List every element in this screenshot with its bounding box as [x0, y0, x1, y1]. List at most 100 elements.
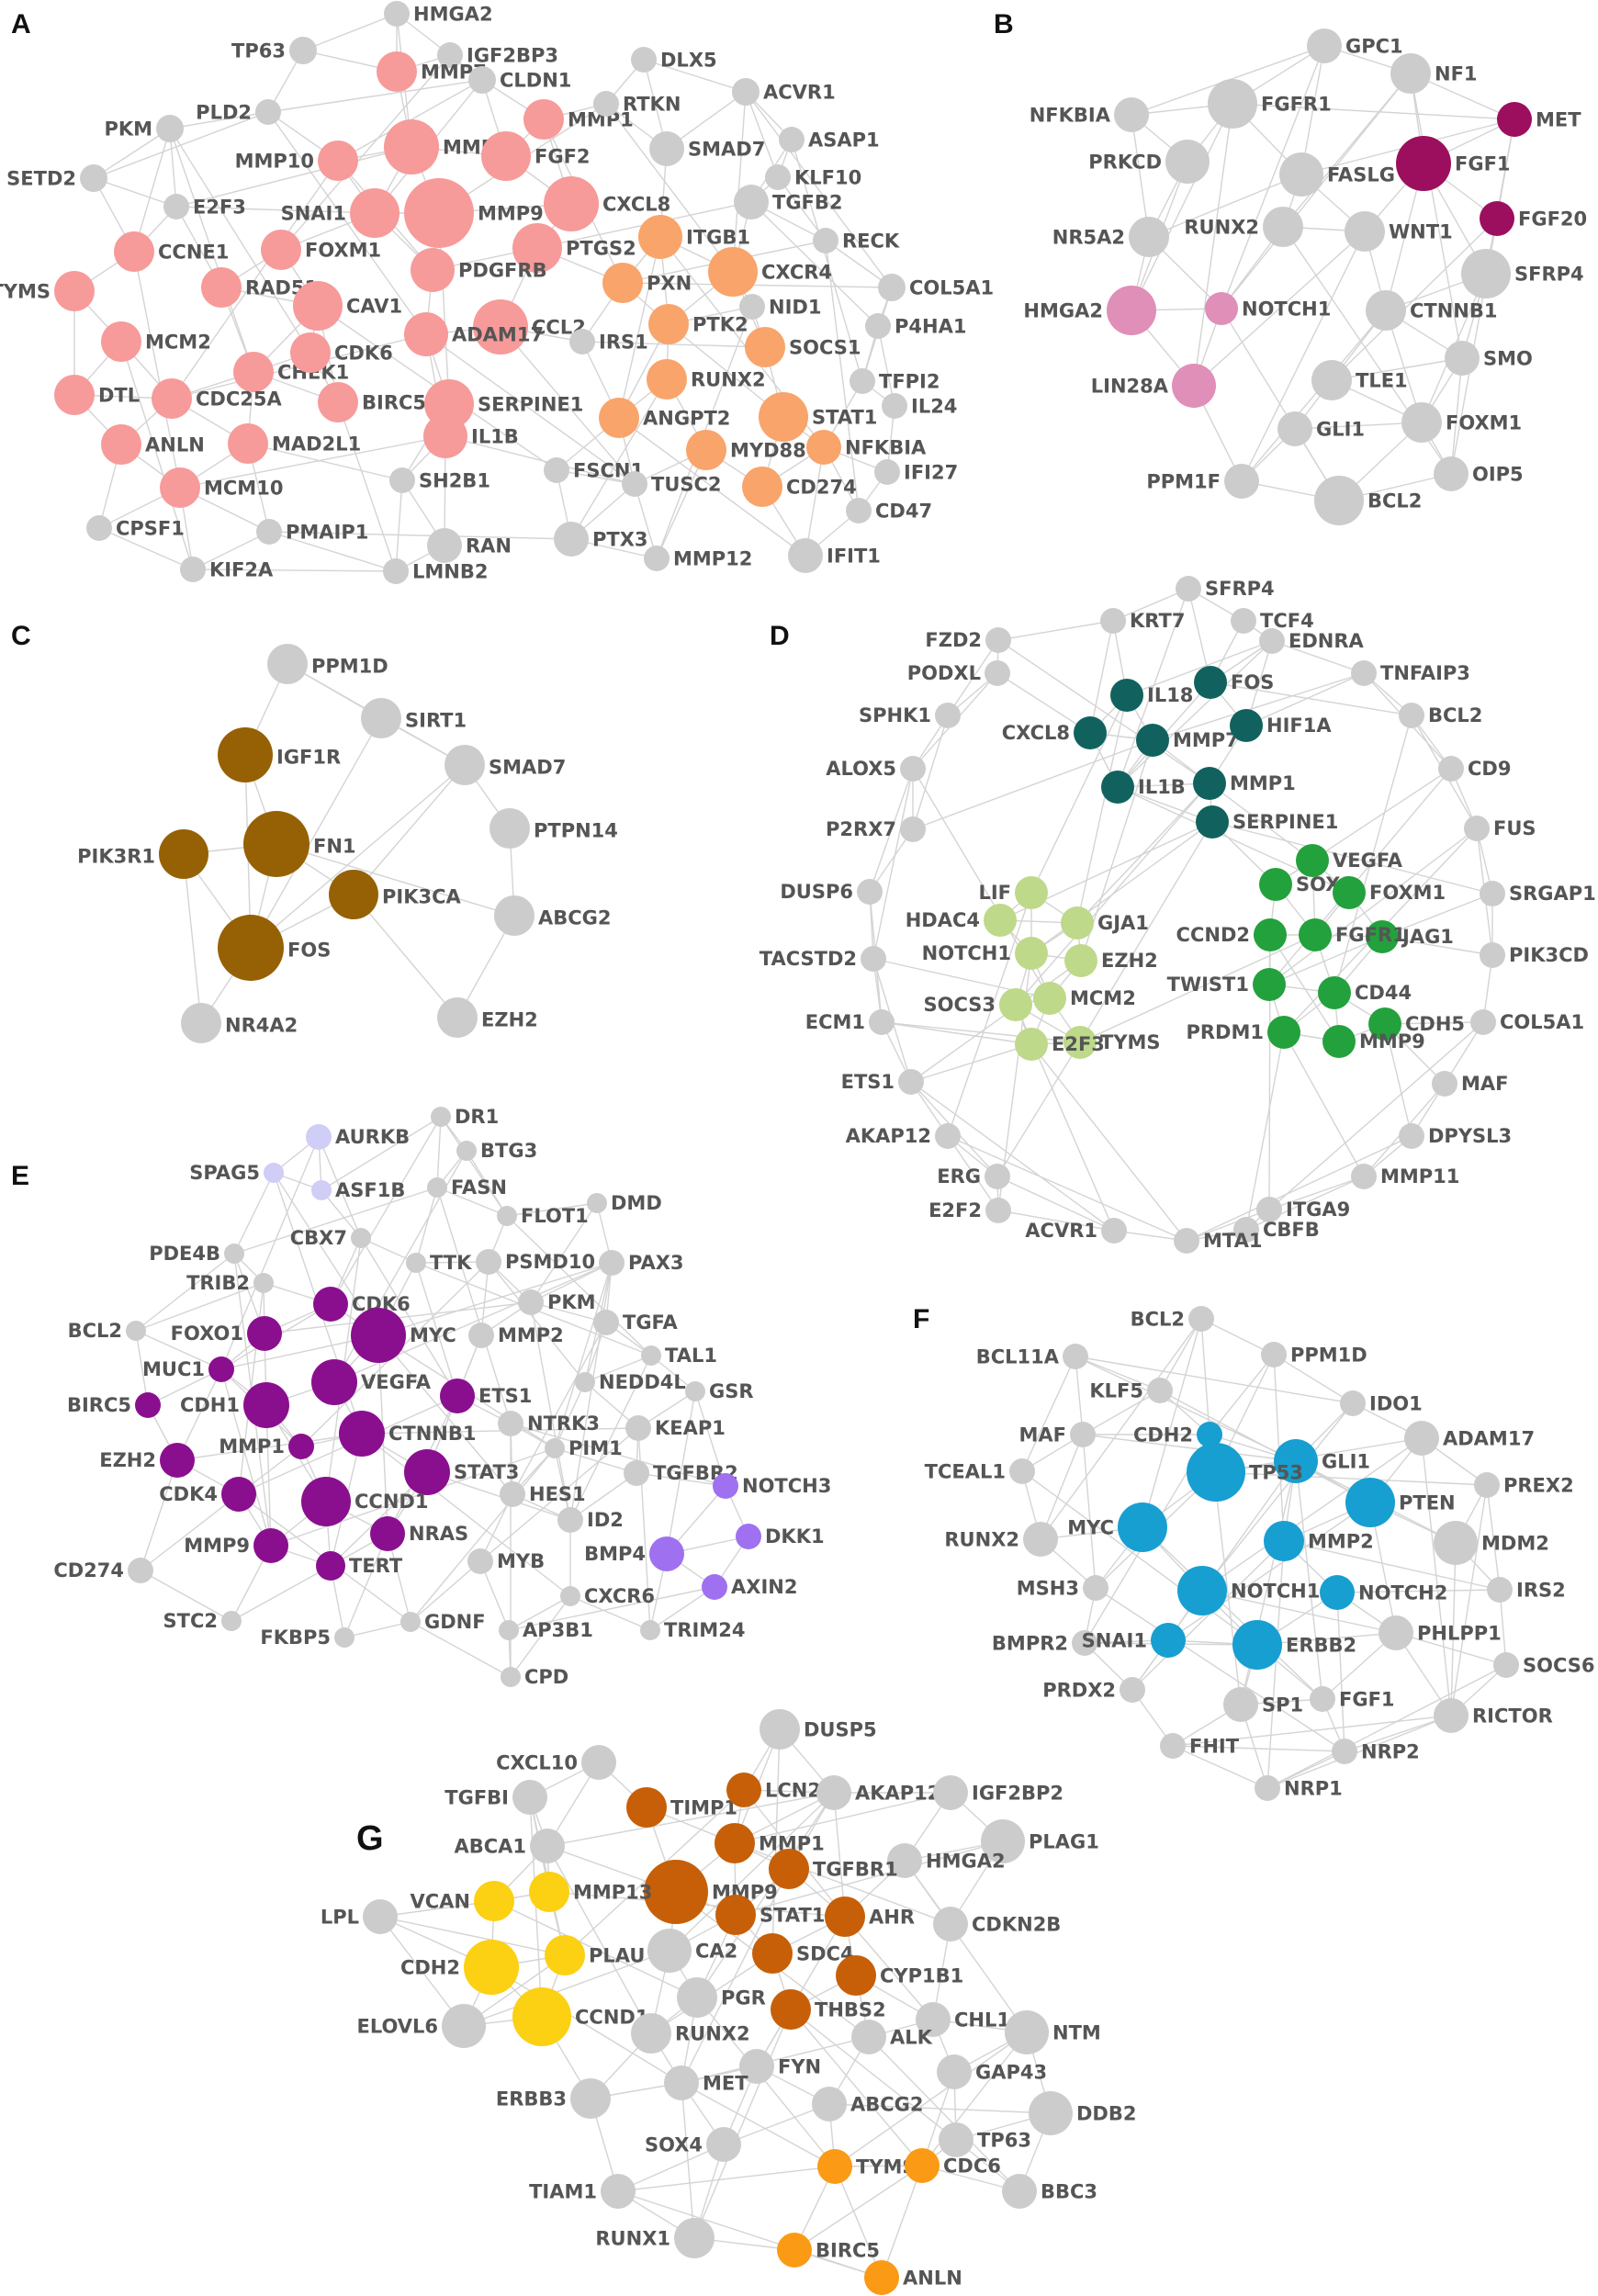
node-label: GDNF: [424, 1611, 486, 1633]
node-circle: [1461, 249, 1511, 298]
node-label: MYB: [497, 1550, 545, 1572]
node-label: EDNRA: [1289, 630, 1365, 652]
node-circle: [1023, 1522, 1058, 1557]
node-circle: [440, 1379, 475, 1413]
node-mcm2: MCM2: [1033, 982, 1136, 1015]
node-lmnb2: LMNB2: [383, 558, 488, 584]
node-cpd: CPD: [501, 1666, 568, 1688]
node-fgf1: FGF1: [1396, 136, 1511, 191]
node-flot1: FLOT1: [497, 1205, 589, 1227]
network-edge: [1295, 1460, 1323, 1700]
node-rictor: RICTOR: [1434, 1698, 1553, 1733]
network-edge: [793, 2165, 923, 2251]
node-label: SRGAP1: [1509, 883, 1596, 905]
network-edge: [250, 717, 382, 949]
node-label: TRIM24: [664, 1619, 745, 1641]
node-tnfaip3: TNFAIP3: [1351, 660, 1470, 686]
node-circle: [494, 895, 535, 936]
node-nr5a2: NR5A2: [1052, 217, 1169, 257]
node-circle: [201, 267, 242, 308]
node-tert: TERT: [316, 1551, 403, 1581]
node-label: PODXL: [907, 662, 981, 684]
node-label: CD47: [875, 500, 932, 522]
node-spag5: SPAG5: [189, 1162, 284, 1184]
node-circle: [788, 538, 823, 573]
node-label: ID2: [587, 1509, 624, 1531]
node-tusc2: TUSC2: [622, 471, 722, 497]
node-erg: ERG: [937, 1164, 1010, 1189]
network-edge: [135, 1282, 264, 1332]
node-circle: [228, 423, 268, 464]
node-cxcl8: CXCL8: [544, 176, 670, 231]
node-circle: [1438, 756, 1464, 782]
node-fos: FOS: [1194, 666, 1274, 699]
node-circle: [715, 1823, 755, 1863]
node-label: DR1: [455, 1106, 499, 1128]
network-edge: [1266, 1715, 1452, 1789]
node-circle: [581, 1745, 616, 1780]
node-label: GPC1: [1345, 35, 1403, 57]
node-label: TACSTD2: [760, 948, 857, 970]
node-label: MMP1: [1230, 772, 1296, 794]
node-label: MET: [1536, 108, 1581, 130]
node-hmga2: HMGA2: [887, 1843, 1006, 1878]
node-circle: [631, 47, 657, 73]
network-edge: [506, 1202, 598, 1217]
node-circle: [361, 698, 401, 738]
node-label: BIRC5: [362, 391, 426, 413]
node-bcl2: BCL2: [1131, 1306, 1214, 1332]
network-edge: [912, 739, 1153, 830]
node-circle: [817, 2149, 852, 2184]
node-label: FUS: [1493, 817, 1536, 839]
node-label: AKAP12: [855, 1782, 940, 1804]
node-label: PTX3: [592, 528, 648, 550]
node-circle: [54, 271, 95, 311]
node-chl1: CHL1: [916, 2002, 1010, 2037]
node-cdh2: CDH2: [1133, 1422, 1222, 1447]
node-fyn: FYN: [739, 2049, 821, 2084]
node-circle: [1279, 152, 1323, 197]
network-edge: [570, 378, 668, 540]
node-label: CPD: [524, 1666, 568, 1688]
node-angpt2: ANGPT2: [599, 398, 730, 438]
node-mmp1: MMP1: [523, 99, 634, 140]
node-label: IRS2: [1516, 1579, 1566, 1601]
node-notch1: NOTCH1: [1205, 292, 1331, 325]
node-circle: [1232, 1620, 1282, 1670]
node-label: PPM1D: [1290, 1344, 1367, 1366]
node-circle: [1366, 920, 1399, 953]
network-edge: [171, 160, 339, 400]
node-label: TCEAL1: [925, 1460, 1006, 1482]
node-circle: [708, 247, 758, 297]
node-ppm1d: PPM1D: [267, 644, 388, 684]
node-ap3b1: AP3B1: [499, 1619, 593, 1641]
network-edge: [1210, 681, 1412, 716]
network-edge: [636, 1472, 726, 1487]
node-label: MSH3: [1017, 1577, 1079, 1599]
network-edge: [500, 326, 636, 485]
node-sirt1: SIRT1: [361, 698, 467, 738]
node-circle: [664, 2065, 699, 2100]
panel-letter-E: E: [11, 1161, 29, 1191]
node-circle: [54, 375, 95, 415]
node-ezh2: EZH2: [1064, 944, 1158, 977]
node-bcl2: BCL2: [1314, 476, 1422, 525]
node-circle: [1205, 292, 1238, 325]
network-edge: [410, 1621, 512, 1678]
network-edge: [353, 764, 466, 895]
network-edge: [133, 251, 181, 489]
node-circle: [1296, 844, 1329, 877]
node-circle: [101, 321, 141, 362]
node-circle: [329, 870, 378, 919]
node-fgf1: FGF1: [1310, 1686, 1395, 1712]
network-edge: [834, 2032, 1028, 2167]
node-akap12: AKAP12: [846, 1123, 961, 1149]
node-circle: [648, 304, 689, 344]
node-circle: [1193, 767, 1226, 800]
node-snai1: SNAI1: [1082, 1623, 1186, 1658]
node-cd47: CD47: [846, 498, 932, 523]
network-edge: [1450, 1542, 1457, 1716]
node-circle: [512, 1987, 571, 2046]
node-label: SOCS3: [923, 994, 996, 1016]
